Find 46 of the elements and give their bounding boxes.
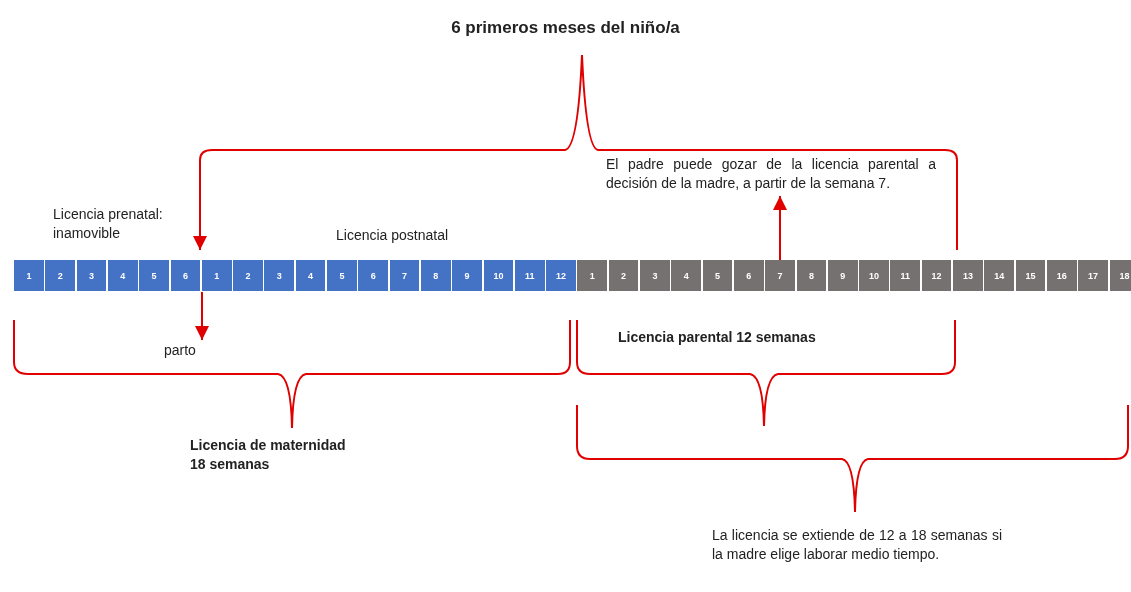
week-cell: 3 [640,260,670,291]
note-text: La licencia se extiende de 12 a 18 semanas si la madre elige laborar medio tiempo. [712,526,1002,564]
week-cell: 3 [264,260,295,291]
week-cell: 6 [358,260,389,291]
week-cell: 7 [389,260,420,291]
week-cell: 1 [14,260,44,291]
week-cell: 14 [984,260,1015,291]
week-cell: 5 [139,260,169,291]
brace-label: Licencia de maternidad 18 semanas [190,436,347,474]
week-cell: 12 [546,260,576,291]
week-cell: 6 [170,260,201,291]
week-cell: 8 [420,260,451,291]
week-cell: 12 [921,260,952,291]
note-text: El padre puede gozar de la licencia parental a decisión de la madre, a partir de la semana 7. [606,155,936,193]
week-cell: 15 [1015,260,1046,291]
period-label: Licencia postnatal [336,226,449,245]
week-cell: 1 [577,260,608,291]
event-label: parto [164,341,196,360]
week-cell: 9 [452,260,482,291]
week-cell: 5 [327,260,357,291]
week-cell: 1 [201,260,232,291]
week-cell: 13 [953,260,983,291]
week-cell: 5 [702,260,733,291]
week-cell: 4 [295,260,326,291]
week-cell: 4 [671,260,702,291]
week-cell: 4 [107,260,138,291]
week-cell: 16 [1046,260,1077,291]
week-cell: 2 [233,260,263,291]
brace-label: 6 primeros meses del niño/a [450,18,681,37]
week-cell: 17 [1078,260,1108,291]
period-label: Licencia prenatal: inamovible [53,205,164,243]
week-cell: 10 [483,260,514,291]
week-cell: 8 [796,260,827,291]
arrow [773,195,787,261]
week-cell: 2 [608,260,639,291]
arrow [195,291,209,341]
week-cell: 11 [514,260,545,291]
week-cell: 9 [827,260,858,291]
week-cell: 11 [890,260,921,291]
week-cell: 10 [859,260,889,291]
week-cell: 2 [45,260,76,291]
week-cell: 3 [76,260,107,291]
week-cell: 6 [733,260,764,291]
brace-label: Licencia parental 12 semanas [618,328,816,347]
week-cell: 7 [765,260,795,291]
week-cell: 18 [1109,260,1131,291]
